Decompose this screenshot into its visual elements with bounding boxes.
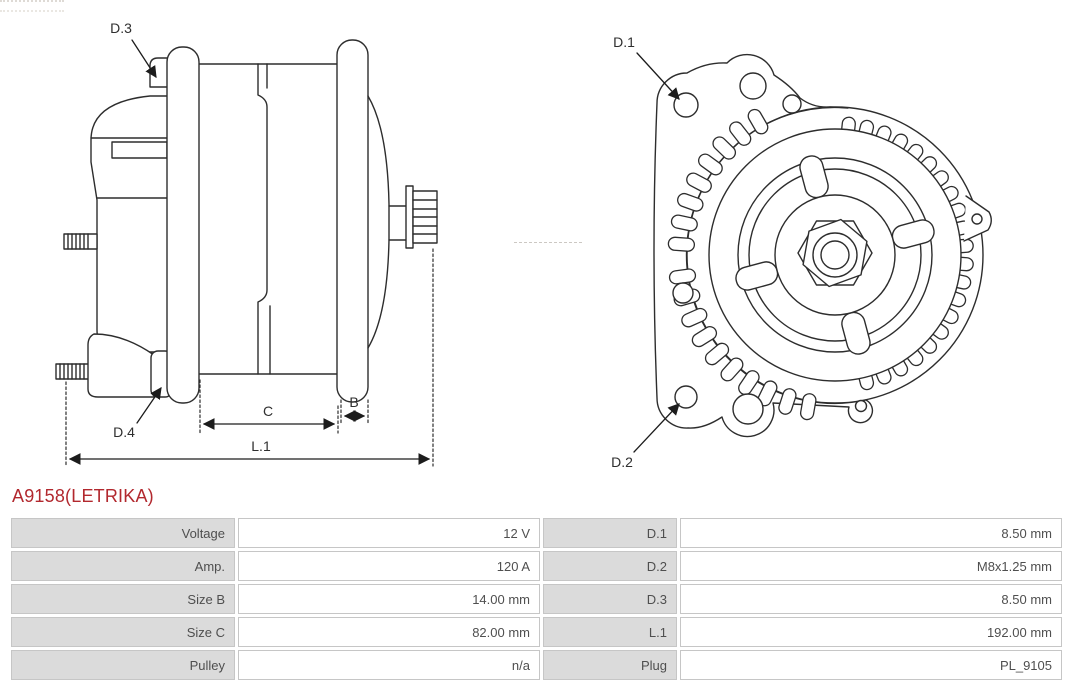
- spec-value-d3: 8.50 mm: [680, 584, 1062, 614]
- spec-label-voltage: Voltage: [11, 518, 235, 548]
- alternator-side-view: D.3 D.4 C B L.1: [55, 20, 438, 467]
- page-edge-artifact: [0, 0, 64, 12]
- spec-value-l1: 192.00 mm: [680, 617, 1062, 647]
- label-dim-l1: L.1: [251, 438, 271, 454]
- spec-label-size-b: Size B: [11, 584, 235, 614]
- spec-value-amp: 120 A: [238, 551, 540, 581]
- spec-value-pulley: n/a: [238, 650, 540, 680]
- housing-outer-ring: [686, 106, 984, 404]
- label-d3: D.3: [110, 20, 132, 36]
- spec-label-l1: L.1: [543, 617, 677, 647]
- technical-drawing: D.3 D.4 C B L.1: [55, 20, 992, 470]
- spec-value-size-c: 82.00 mm: [238, 617, 540, 647]
- shaft-and-pulley-end: [367, 95, 438, 349]
- terminal-stud-top: [63, 233, 98, 250]
- alternator-front-view: D.1 D.2: [611, 34, 992, 470]
- label-d2: D.2: [611, 454, 633, 470]
- mounting-ear-right: [336, 39, 369, 403]
- spec-label-size-c: Size C: [11, 617, 235, 647]
- dimension-extension-lines: [65, 248, 434, 467]
- dimension-lines: [68, 410, 431, 465]
- spec-label-d2: D.2: [543, 551, 677, 581]
- spec-value-d1: 8.50 mm: [680, 518, 1062, 548]
- terminal-stud-bottom: [55, 363, 91, 380]
- label-d1: D.1: [613, 34, 635, 50]
- spec-table: Voltage 12 V D.1 8.50 mm Amp. 120 A D.2 …: [11, 518, 1062, 680]
- mounting-holes: [672, 72, 802, 425]
- spec-value-size-b: 14.00 mm: [238, 584, 540, 614]
- spec-value-plug: PL_9105: [680, 650, 1062, 680]
- spec-label-pulley: Pulley: [11, 650, 235, 680]
- product-title: A9158(LETRIKA): [12, 486, 154, 506]
- spec-label-d3: D.3: [543, 584, 677, 614]
- label-d4: D.4: [113, 424, 135, 440]
- housing-inner-ring: [708, 128, 962, 382]
- spec-label-amp: Amp.: [11, 551, 235, 581]
- small-ear-hole: [854, 399, 868, 413]
- label-dim-c: C: [263, 403, 273, 419]
- side-view-body: [195, 63, 347, 375]
- spec-value-voltage: 12 V: [238, 518, 540, 548]
- side-tab: [963, 195, 992, 242]
- watermark-line: [514, 242, 582, 243]
- spec-label-plug: Plug: [543, 650, 677, 680]
- spec-value-d2: M8x1.25 mm: [680, 551, 1062, 581]
- pulley-face: [732, 152, 938, 358]
- spec-label-d1: D.1: [543, 518, 677, 548]
- leader-lines-side: [131, 39, 162, 424]
- label-dim-b: B: [349, 394, 358, 410]
- leader-lines-front: [633, 52, 680, 453]
